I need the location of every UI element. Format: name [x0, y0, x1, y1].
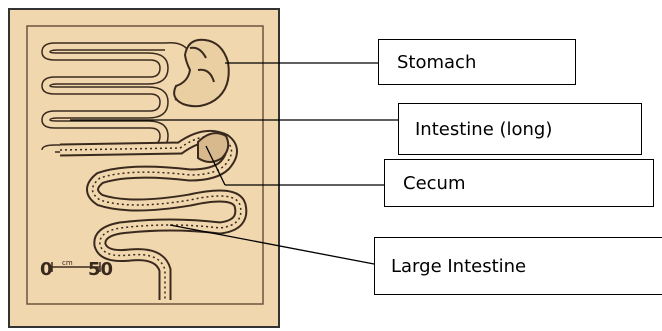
stomach-label-box: Stomach — [378, 39, 576, 85]
scale-end: 50 — [88, 259, 113, 280]
intestine-long-label: Intestine (long) — [415, 119, 552, 140]
stomach-label: Stomach — [397, 52, 476, 73]
large-intestine-label-box: Large Intestine — [374, 237, 662, 295]
scale-unit: cm — [62, 259, 73, 267]
scale-start: 0 — [40, 259, 53, 280]
large-intestine-label: Large Intestine — [391, 256, 526, 277]
intestine-long-label-box: Intestine (long) — [398, 103, 642, 155]
cecum-label-box: Cecum — [384, 159, 654, 207]
cecum-label: Cecum — [403, 173, 465, 194]
